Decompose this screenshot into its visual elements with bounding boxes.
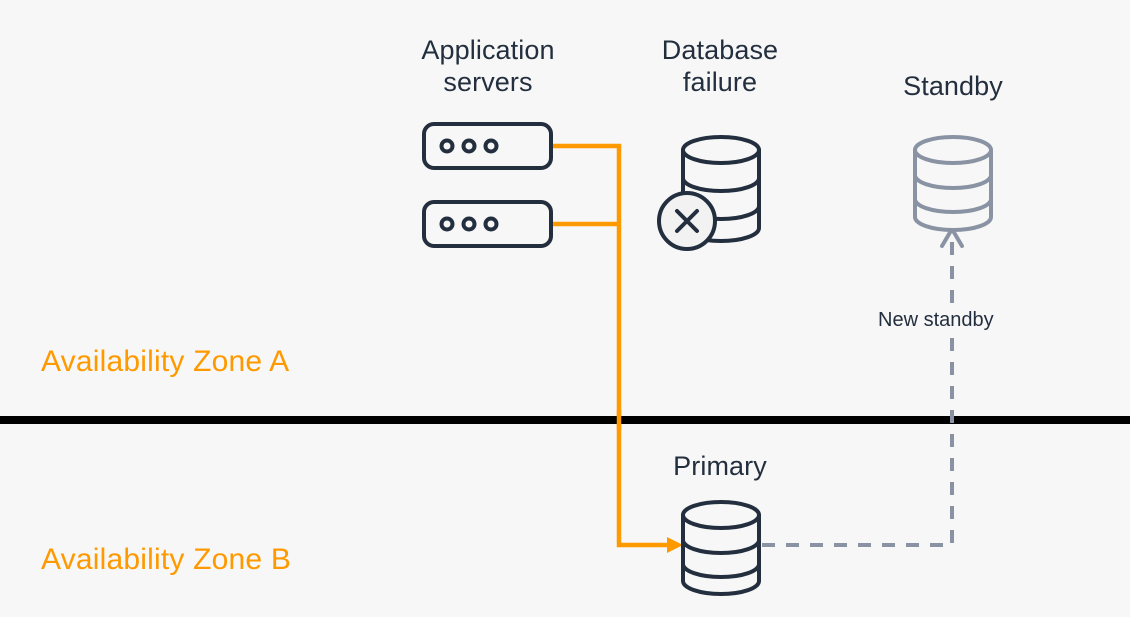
x-mark-icon: [657, 191, 717, 251]
database-primary-icon[interactable]: [681, 500, 761, 596]
label-availability-zone-b: Availability Zone B: [41, 543, 292, 576]
label-primary: Primary: [673, 451, 767, 481]
connector-app-servers-to-primary: [551, 143, 683, 553]
app-server-2[interactable]: [422, 200, 553, 248]
app-server-1[interactable]: [422, 122, 553, 170]
label-database-failure: Database failure: [661, 35, 779, 97]
label-application-servers: Application servers: [421, 35, 555, 97]
label-standby: Standby: [903, 71, 1003, 101]
label-new-standby: New standby: [874, 308, 998, 332]
availability-zone-divider: [0, 416, 1130, 424]
arrowhead-to-primary: [667, 537, 683, 553]
database-standby-icon[interactable]: [913, 135, 993, 232]
label-availability-zone-a: Availability Zone A: [41, 345, 290, 378]
connector-primary-to-standby: [762, 227, 964, 547]
